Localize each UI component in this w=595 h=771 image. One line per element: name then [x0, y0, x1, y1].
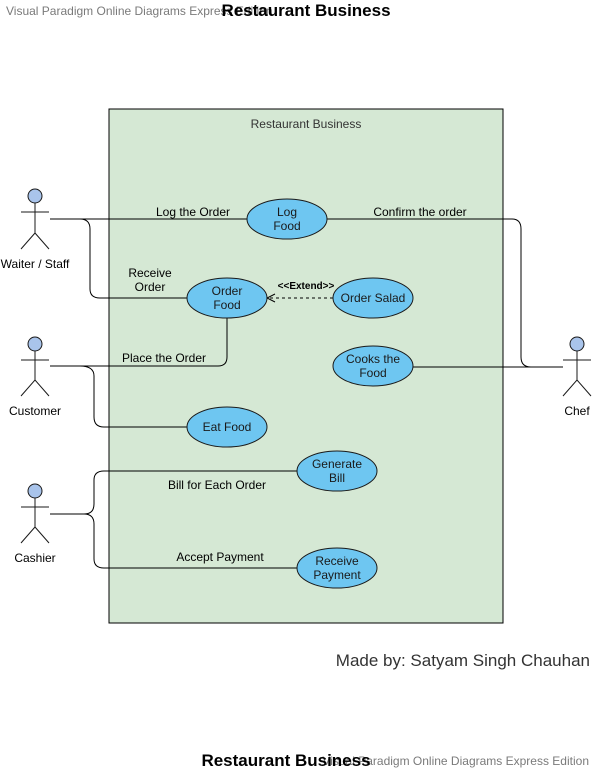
actor-cashier-body-icon — [20, 498, 50, 544]
label-place-the-order: Place the Order — [122, 351, 206, 365]
actor-chef-head-icon — [569, 336, 585, 352]
use-case-receive-payment-line1: Receive — [315, 554, 359, 568]
diagram-title-bottom: Restaurant Business — [201, 751, 370, 770]
waiter-order-food-line — [79, 218, 187, 299]
system-boundary-label: Restaurant Business — [251, 117, 362, 131]
use-case-order-food[interactable]: Order Food — [186, 277, 268, 319]
use-case-order-food-line2: Food — [213, 298, 240, 312]
diagram-title-top: Restaurant Business — [221, 1, 390, 20]
use-case-eat-food-label: Eat Food — [203, 420, 252, 434]
use-case-cooks-food-line1: Cooks the — [346, 352, 400, 366]
label-confirm-the-order: Confirm the order — [373, 205, 466, 219]
use-case-log-food-line1: Log — [277, 205, 297, 219]
connections — [50, 218, 563, 569]
cashier-receive-payment-line — [83, 513, 298, 569]
use-case-log-food[interactable]: Log Food — [246, 198, 328, 240]
actor-chef[interactable]: Chef — [562, 336, 592, 418]
use-case-log-food-line2: Food — [273, 219, 300, 233]
actor-waiter-staff[interactable]: Waiter / Staff — [1, 188, 70, 271]
label-receive-order-line2: Order — [135, 280, 166, 294]
actor-customer-head-icon — [27, 336, 43, 352]
label-bill-for-each-order: Bill for Each Order — [168, 478, 266, 492]
label-receive-order-line1: Receive — [128, 266, 172, 280]
actor-waiter-head-icon — [27, 188, 43, 204]
actor-cashier-label: Cashier — [14, 551, 55, 565]
use-case-cooks-the-food[interactable]: Cooks the Food — [332, 345, 414, 387]
author-credit: Made by: Satyam Singh Chauhan — [336, 651, 590, 670]
chef-log-food-line — [327, 218, 563, 368]
actor-waiter-label: Waiter / Staff — [1, 257, 70, 271]
actor-cashier-head-icon — [27, 483, 43, 499]
watermark-top: Visual Paradigm Online Diagrams Express … — [6, 4, 273, 18]
use-case-receive-payment[interactable]: Receive Payment — [296, 547, 378, 589]
use-case-order-salad[interactable]: Order Salad — [332, 277, 414, 319]
actor-customer-label: Customer — [9, 404, 61, 418]
use-case-order-salad-label: Order Salad — [341, 291, 406, 305]
use-case-receive-payment-line2: Payment — [313, 568, 361, 582]
watermark-bottom: Visual Paradigm Online Diagrams Express … — [322, 754, 589, 768]
actor-chef-body-icon — [562, 351, 592, 397]
use-case-cooks-food-line2: Food — [359, 366, 386, 380]
use-case-generate-bill[interactable]: Generate Bill — [296, 450, 378, 492]
customer-eat-food-line — [79, 365, 187, 428]
label-accept-payment: Accept Payment — [176, 550, 264, 564]
actor-customer-body-icon — [20, 351, 50, 397]
actor-waiter-body-icon — [20, 203, 50, 250]
use-case-generate-bill-line2: Bill — [329, 471, 345, 485]
label-extend: <<Extend>> — [278, 281, 335, 292]
label-log-the-order: Log the Order — [156, 205, 230, 219]
actor-cashier[interactable]: Cashier — [14, 483, 56, 565]
use-case-order-food-line1: Order — [212, 284, 243, 298]
use-case-eat-food[interactable]: Eat Food — [186, 406, 268, 448]
customer-order-food-line — [50, 318, 228, 367]
use-case-generate-bill-line1: Generate — [312, 457, 362, 471]
actor-chef-label: Chef — [564, 404, 590, 418]
cashier-generate-bill-line — [50, 470, 298, 515]
actor-customer[interactable]: Customer — [9, 336, 61, 418]
